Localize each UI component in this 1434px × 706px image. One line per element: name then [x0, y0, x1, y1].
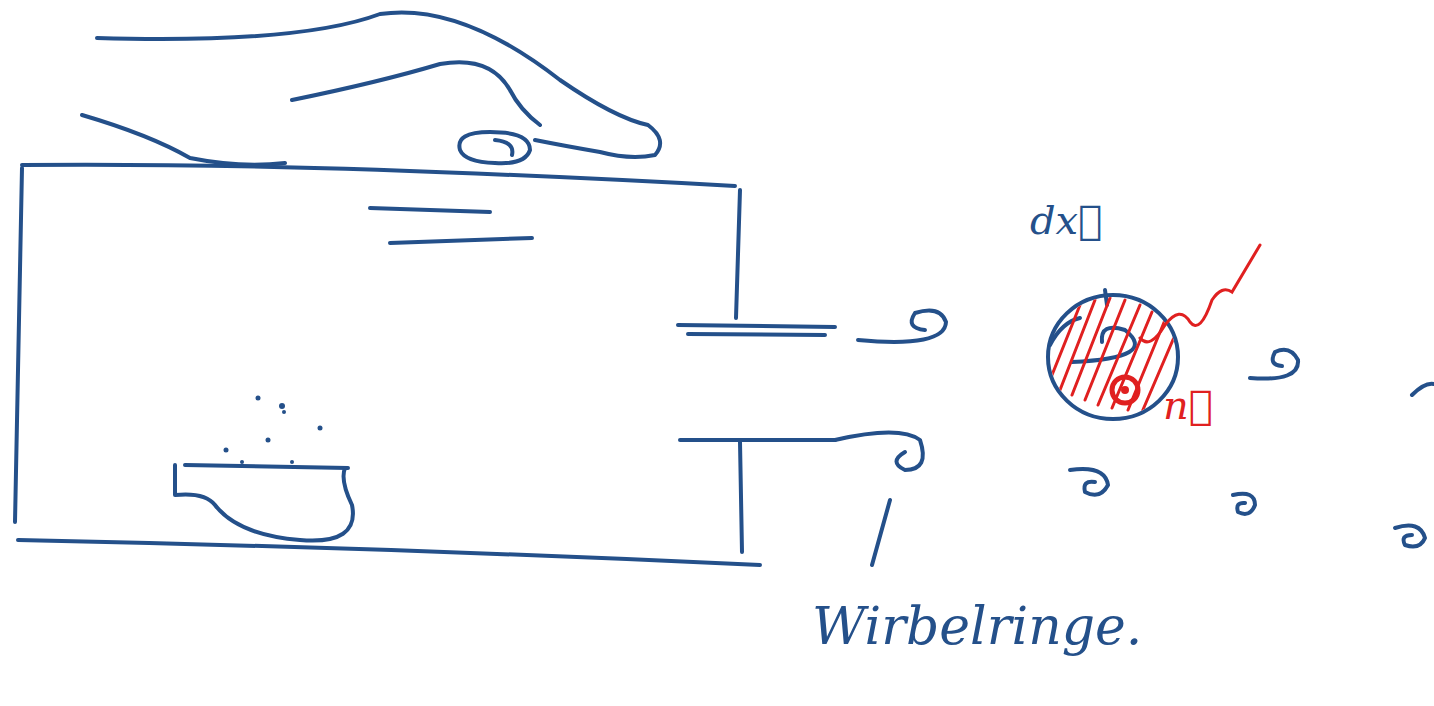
- finger-nail-inner: [495, 140, 512, 155]
- finger-nail: [459, 132, 530, 163]
- box-right-lower: [740, 442, 742, 552]
- box-bottom: [18, 540, 760, 565]
- vortex-curl: [1395, 526, 1425, 547]
- vector-label: dx⃗: [1030, 200, 1102, 240]
- vortex-ring: [1048, 295, 1178, 419]
- bowl-rim: [185, 465, 348, 468]
- box-left: [15, 168, 22, 522]
- vibration-line: [390, 238, 532, 243]
- hand: [97, 12, 660, 157]
- leader-line: [872, 500, 890, 565]
- vortex-curl: [1250, 350, 1298, 379]
- vibration-line: [370, 208, 490, 212]
- wavy-line: [1140, 245, 1260, 342]
- vortex-curl: [835, 433, 923, 471]
- smoke: [224, 396, 323, 465]
- caption-label: Wirbelringe.: [812, 600, 1142, 652]
- lower-lip: [680, 438, 835, 442]
- vortex-curl: [858, 310, 946, 341]
- hand-finger: [292, 62, 540, 125]
- vortex-curl: [1070, 469, 1108, 495]
- box-right-upper: [736, 190, 740, 318]
- hand-lower: [82, 115, 285, 165]
- normal-marker: [1112, 377, 1138, 403]
- vortex-curl: [1233, 494, 1255, 514]
- bowl: [175, 465, 353, 541]
- upper-lip: [678, 325, 835, 327]
- hatching: [1050, 298, 1175, 412]
- normal-dot: [1121, 386, 1129, 394]
- upper-lip: [688, 334, 825, 335]
- vortex-curl: [1412, 384, 1434, 395]
- box-top: [22, 165, 735, 186]
- vector-label: n⃗: [1163, 385, 1213, 425]
